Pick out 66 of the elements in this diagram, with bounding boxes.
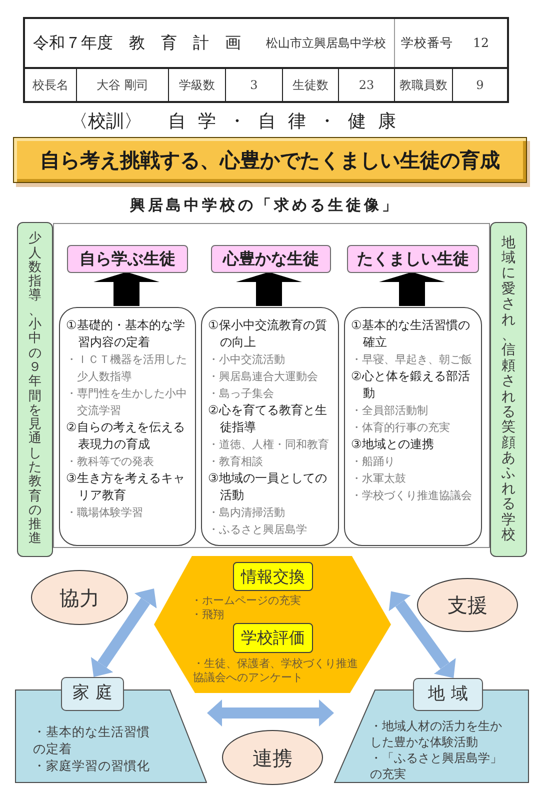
list-item: ・道徳、人権・同和教育 xyxy=(208,437,330,453)
field-label: 生徒数 xyxy=(283,69,339,101)
topic-tag: 学校評価 xyxy=(233,623,313,653)
vertical-banner xyxy=(17,222,53,557)
bullet-text: ・生徒、保護者、学校づくり推進協議会へのアンケート xyxy=(193,657,359,685)
list-item: ・体育的行事の充実 xyxy=(351,420,451,436)
list-item: ・ふるさと興居島学 xyxy=(208,522,308,538)
motto-label: 〈校訓〉 xyxy=(70,110,142,134)
vertical-banner xyxy=(490,222,527,557)
bullet-text: ・基本的な生活習慣の定着 xyxy=(33,723,151,757)
list-item: ・島内清掃活動 xyxy=(208,505,286,521)
list-heading: ①保小中交流教育の質の向上 xyxy=(208,317,328,351)
bullet-text: ・地域人材の活力を生かした豊かな体験活動 xyxy=(370,718,503,750)
keyword-oval: 支援 xyxy=(417,578,518,632)
list-item: ・興居島連合大運動会 xyxy=(208,369,319,385)
vertical-text: 地域に愛され、信頼される笑顔あふれる学校 xyxy=(502,236,516,544)
goal-heading: 心豊かな生徒 xyxy=(211,245,331,273)
field-label: 校長名 xyxy=(25,69,77,101)
content-panel xyxy=(201,307,339,546)
list-item: ・職場体験学習 xyxy=(66,505,144,521)
list-heading: ③地域の一員としての活動 xyxy=(208,470,328,504)
area-tab: 地域 xyxy=(413,678,483,711)
content-panel xyxy=(59,307,196,546)
topic-tag: 情報交換 xyxy=(233,562,313,591)
list-item: ・全員部活動制 xyxy=(351,403,429,419)
section-heading: 興居島中学校の「求める生徒像」 xyxy=(130,195,400,215)
document-title: 令和７年度 教 育 計 画 xyxy=(33,32,241,54)
field-label: 学校番号 xyxy=(401,34,453,52)
bullet-text: ・「ふるさと興居島学」の充実 xyxy=(370,750,503,782)
keyword-oval: 連携 xyxy=(222,730,323,785)
list-heading: ①基本的な生活習慣の確立 xyxy=(351,317,471,351)
list-item: ・早寝、早起き、朝ご飯 xyxy=(351,352,473,368)
section-frame xyxy=(53,223,490,548)
field-label: 学級数 xyxy=(169,69,226,101)
motto-text: 自学・自律・健康 xyxy=(168,110,408,134)
list-heading: ③地域との連携 xyxy=(351,436,435,453)
list-item: ・教育相談 xyxy=(208,454,264,470)
list-item: ・専門性を生かした小中交流学習 xyxy=(66,386,188,419)
field-value: 23 xyxy=(339,69,395,101)
field-value: 9 xyxy=(475,77,485,94)
list-item: ・ＩＣＴ機器を活用した少人数指導 xyxy=(66,352,188,385)
goal-heading: たくましい生徒 xyxy=(347,245,479,273)
field-value: 大谷 剛司 xyxy=(77,69,169,101)
list-heading: ①基礎的・基本的な学習内容の定着 xyxy=(66,317,186,351)
list-item: ・水軍太鼓 xyxy=(351,471,407,487)
field-value: 3 xyxy=(226,69,283,101)
school-name: 松山市立興居島中学校 xyxy=(266,35,386,52)
vertical-text: 少人数指導、小中の９年間を見通した教育の推進 xyxy=(28,232,42,547)
list-item: ・学校づくり推進協議会 xyxy=(351,488,473,504)
list-heading: ②心を育てる教育と生徒指導 xyxy=(208,402,328,436)
keyword-oval: 協力 xyxy=(31,570,128,625)
list-item: ・船踊り xyxy=(351,454,396,470)
area-tab: 家庭 xyxy=(61,677,124,711)
bullet-text: ・飛翔 xyxy=(191,608,225,622)
list-item: ・島っ子集会 xyxy=(208,386,275,402)
list-heading: ②自らの考えを伝える表現力の育成 xyxy=(66,419,186,453)
field-value: 12 xyxy=(473,34,489,52)
goal-heading: 自ら学ぶ生徒 xyxy=(67,245,188,273)
list-item: ・教科等での発表 xyxy=(66,454,155,470)
list-heading: ②心と体を鍛える部活動 xyxy=(351,368,471,402)
content-panel xyxy=(344,307,482,546)
field-label: 教職員数 xyxy=(395,69,453,101)
bullet-text: ・家庭学習の習慣化 xyxy=(33,757,151,774)
bullet-text: ・ホームページの充実 xyxy=(191,594,302,608)
list-item: ・小中交流活動 xyxy=(208,352,286,368)
list-heading: ③生き方を考えるキャリア教育 xyxy=(66,470,186,504)
